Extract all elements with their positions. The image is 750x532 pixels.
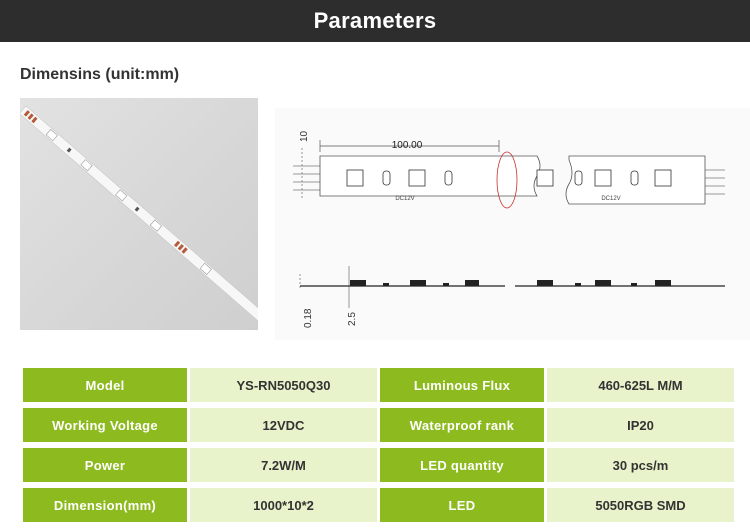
working-voltage-label: Working Voltage (23, 408, 187, 442)
model-value: YS-RN5050Q30 (190, 368, 377, 402)
table-row: Power 7.2W/M LED quantity 30 pcs/m (23, 448, 734, 482)
voltage-mark-right: DC12V (601, 196, 620, 202)
parameters-table: Model YS-RN5050Q30 Luminous Flux 460-625… (20, 362, 737, 528)
voltage-mark-left: DC12V (395, 196, 414, 202)
led-strip-photo (20, 98, 258, 330)
model-label: Model (23, 368, 187, 402)
page-title: Parameters (313, 8, 437, 33)
power-value: 7.2W/M (190, 448, 377, 482)
dimension-label: Dimension(mm) (23, 488, 187, 522)
length-label: 100.00 (392, 140, 423, 151)
luminous-flux-value: 460-625L M/M (547, 368, 734, 402)
parameters-header: Parameters (0, 0, 750, 42)
waterproof-rank-value: IP20 (547, 408, 734, 442)
led-strip-illustration (20, 105, 258, 324)
dimension-value: 1000*10*2 (190, 488, 377, 522)
wire-leads-left (293, 165, 320, 191)
power-label: Power (23, 448, 187, 482)
dimension-drawing: 10 100.00 DC12V DC12V (275, 108, 750, 340)
width-label: 10 (299, 130, 310, 142)
thickness-label: 0.18 (303, 308, 314, 328)
resistors (382, 170, 639, 186)
cut-mark (496, 151, 518, 209)
strip-segment-right (565, 155, 706, 205)
dimension-drawing-svg: 10 100.00 DC12V DC12V (293, 130, 725, 328)
table-row: Model YS-RN5050Q30 Luminous Flux 460-625… (23, 368, 734, 402)
table-row: Dimension(mm) 1000*10*2 LED 5050RGB SMD (23, 488, 734, 522)
section-title: Dimensins (unit:mm) (20, 66, 180, 83)
height-label: 2.5 (347, 312, 358, 326)
wire-leads-right (705, 169, 725, 195)
led-quantity-value: 30 pcs/m (547, 448, 734, 482)
led-quantity-label: LED quantity (380, 448, 544, 482)
waterproof-rank-label: Waterproof rank (380, 408, 544, 442)
led-chips (346, 169, 672, 187)
table-row: Working Voltage 12VDC Waterproof rank IP… (23, 408, 734, 442)
led-label: LED (380, 488, 544, 522)
led-value: 5050RGB SMD (547, 488, 734, 522)
working-voltage-value: 12VDC (190, 408, 377, 442)
luminous-flux-label: Luminous Flux (380, 368, 544, 402)
side-view-chips (350, 280, 671, 286)
